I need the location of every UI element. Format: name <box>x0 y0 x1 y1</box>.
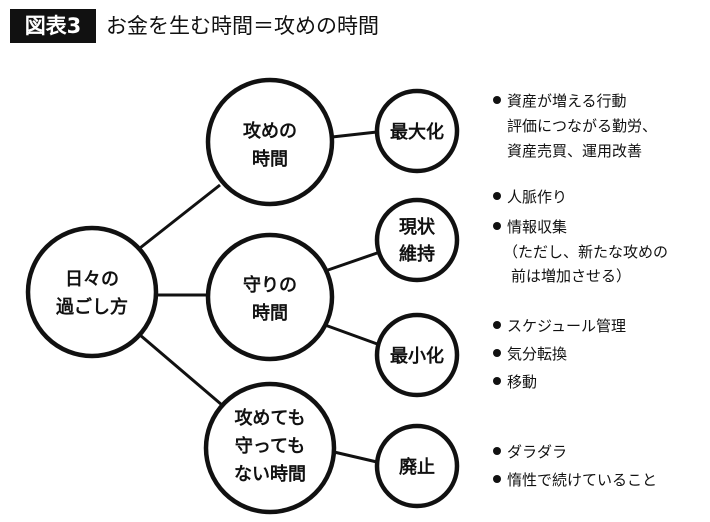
note-item: 移動 <box>507 373 537 391</box>
bullet-icon <box>493 349 501 357</box>
bullet-icon <box>493 377 501 385</box>
node-label: 攻めの <box>243 120 297 142</box>
node-label: 廃止 <box>399 456 435 478</box>
figure-label: 図表3 <box>10 9 96 43</box>
node-label: 時間 <box>252 303 288 324</box>
node-neither-time: 攻めても 守っても ない時間 <box>203 381 337 515</box>
node-label: ない時間 <box>234 464 306 485</box>
node-label: 最大化 <box>390 121 444 143</box>
note-item: 情報収集 <box>507 218 567 236</box>
bullet-icon <box>493 222 501 230</box>
node-root: 日々の 過ごし方 <box>25 225 159 359</box>
node-label: 過ごし方 <box>56 296 128 318</box>
bullet-icon <box>493 96 501 104</box>
node-minimize: 最小化 <box>374 312 460 398</box>
node-label: 攻めても <box>234 407 305 429</box>
bullet-icon <box>493 447 501 455</box>
node-label: 時間 <box>252 149 288 170</box>
node-abolish: 廃止 <box>374 423 460 509</box>
node-defend-time: 守りの 時間 <box>205 232 335 362</box>
node-label: 維持 <box>399 243 435 265</box>
note-text: （ただし、新たな攻めの <box>503 243 668 261</box>
edge-defend-maintain <box>327 250 381 272</box>
bullet-icon <box>493 321 501 329</box>
edges <box>139 130 381 464</box>
node-attack-time: 攻めの 時間 <box>205 77 335 207</box>
notes-abolish: ダラダラ 惰性で続けていること <box>493 443 657 489</box>
edge-neither-abolish <box>333 450 378 464</box>
note-item: 惰性で続けていること <box>507 471 657 489</box>
node-label: 日々の <box>65 269 119 290</box>
note-item: 人脈作り <box>507 188 567 206</box>
node-label: 現状 <box>399 216 436 238</box>
note-item: スケジュール管理 <box>507 317 626 335</box>
bullet-icon <box>493 192 501 200</box>
edge-defend-minimize <box>324 323 381 347</box>
notes-maximize: 資産が増える行動 評価につながる勤労、 資産売買、運用改善 <box>493 92 657 160</box>
node-maintain: 現状 維持 <box>374 197 460 283</box>
node-label: 守っても <box>235 435 305 457</box>
note-item: 気分転換 <box>507 345 567 363</box>
edge-attack-maximize <box>331 130 378 139</box>
note-text: 前は増加させる） <box>511 267 631 285</box>
notes-minimize: スケジュール管理 気分転換 移動 <box>493 317 626 391</box>
node-maximize: 最大化 <box>374 88 460 174</box>
edge-root-neither <box>139 333 223 407</box>
bullet-icon <box>493 475 501 483</box>
note-item: 資産が増える行動 <box>507 92 627 110</box>
notes-maintain: 人脈作り 情報収集 （ただし、新たな攻めの 前は増加させる） <box>493 188 668 285</box>
node-label: 最小化 <box>390 345 444 367</box>
note-text: 資産売買、運用改善 <box>507 142 642 160</box>
note-text: 評価につながる勤労、 <box>507 117 657 135</box>
edge-root-attack <box>139 183 221 250</box>
node-label: 守りの <box>243 274 297 296</box>
note-item: ダラダラ <box>507 443 567 461</box>
figure-title: お金を生む時間＝攻めの時間 <box>106 14 379 38</box>
